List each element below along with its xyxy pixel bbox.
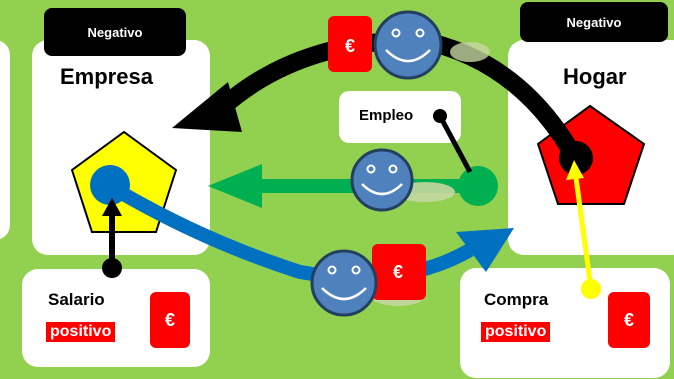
empleo-node bbox=[458, 166, 498, 206]
smiley-face-icon bbox=[350, 148, 414, 212]
top-euro-icon bbox=[328, 16, 372, 72]
empresa-node bbox=[90, 165, 130, 205]
empleo-connector-dot bbox=[433, 109, 447, 123]
salario-connector-dot bbox=[102, 258, 122, 278]
empresa-status-badge: Negativo bbox=[44, 8, 186, 56]
salario-connector-arrowhead bbox=[102, 198, 122, 216]
job-flow-arrowhead bbox=[208, 164, 262, 208]
salario-label: Salario bbox=[48, 290, 105, 309]
empresa-title: Empresa bbox=[60, 64, 153, 89]
compra-connector-arrowhead bbox=[566, 160, 584, 180]
motion-trail bbox=[450, 42, 490, 62]
salario-euro-icon: € bbox=[150, 292, 190, 348]
salario-positive-tag: positivo bbox=[46, 322, 116, 342]
salary-flow-arrowhead bbox=[456, 228, 514, 272]
compra-label: Compra bbox=[484, 290, 549, 309]
empleo-label: Empleo bbox=[359, 107, 414, 124]
compra-connector bbox=[573, 177, 594, 289]
left-edge-panel bbox=[0, 40, 10, 240]
smiley-face-icon bbox=[373, 10, 443, 80]
money-flow-arrowhead bbox=[172, 82, 242, 132]
empleo-connector bbox=[437, 114, 473, 174]
hogar-title: Hogar bbox=[563, 64, 627, 89]
compra-connector-dot bbox=[581, 279, 601, 299]
compra-positive-tag: positivo bbox=[481, 322, 551, 342]
compra-euro-icon: € bbox=[608, 292, 650, 348]
hogar-status-badge: Negativo bbox=[520, 2, 668, 42]
bottom-euro-glyph: € bbox=[393, 262, 403, 282]
top-euro-glyph: € bbox=[345, 36, 355, 56]
bottom-euro-icon bbox=[372, 244, 426, 300]
hogar-node bbox=[559, 141, 593, 175]
smiley-face-icon bbox=[310, 249, 378, 317]
